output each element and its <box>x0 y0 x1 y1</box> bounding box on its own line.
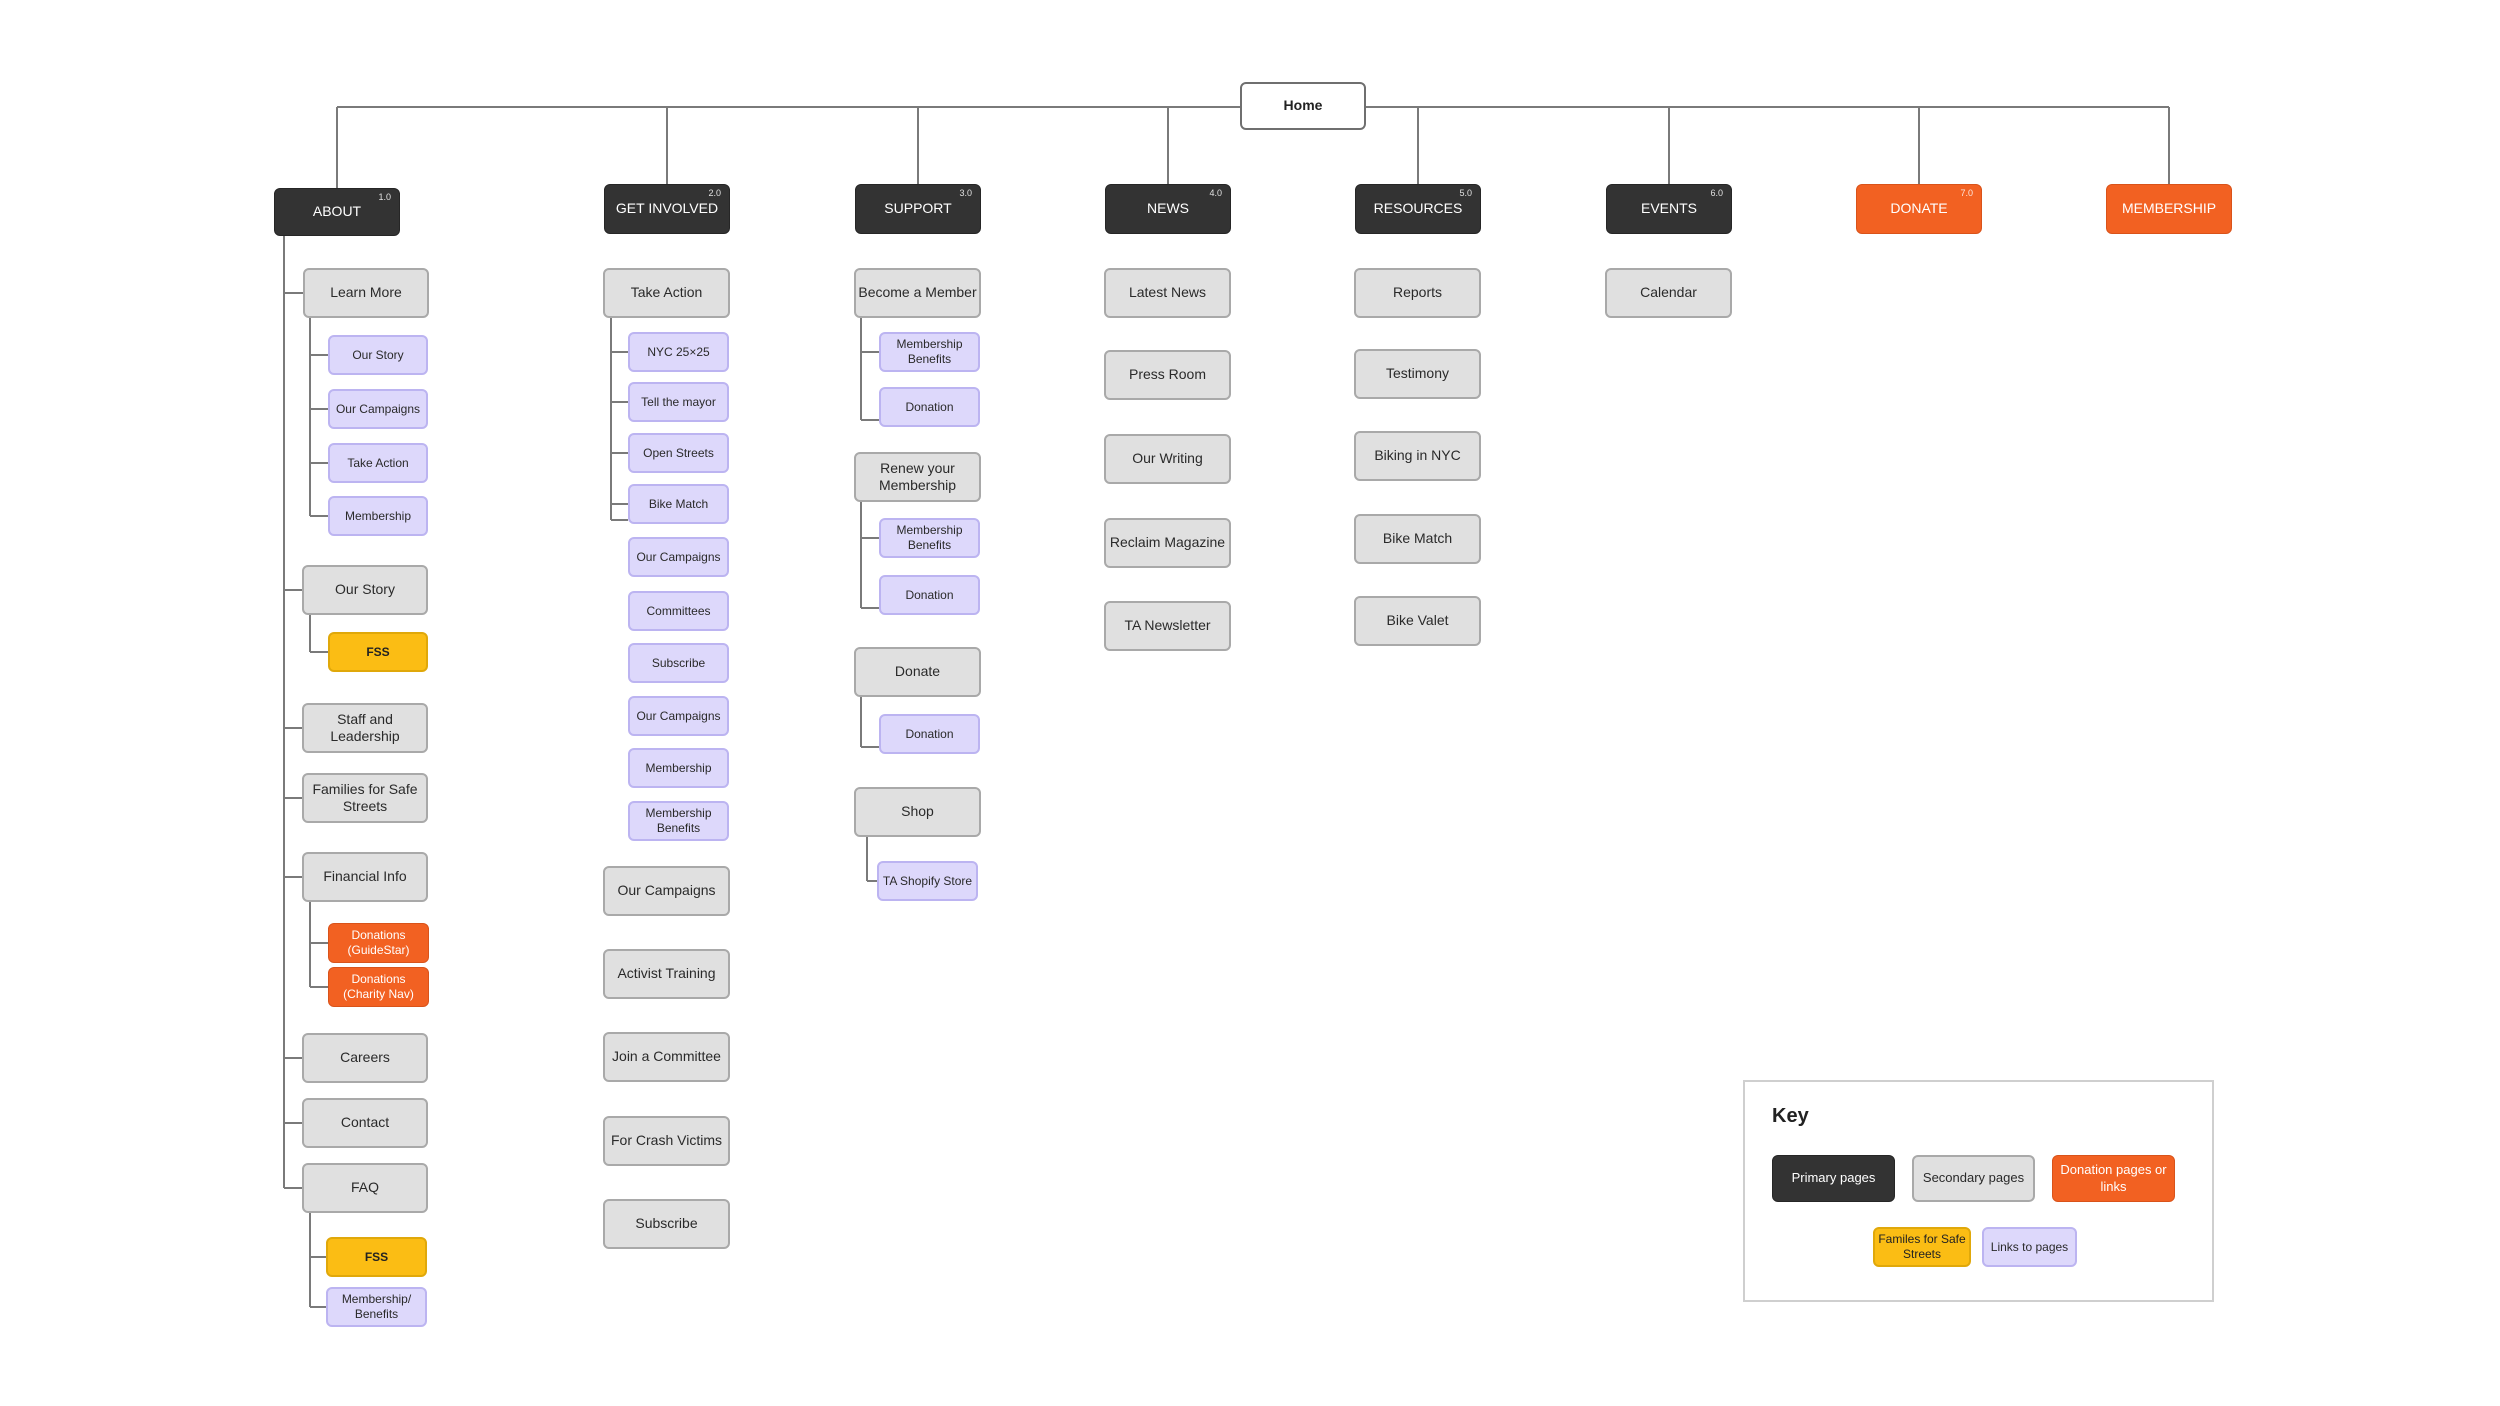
gi-tell-the-mayor[interactable]: Tell the mayor <box>628 382 729 422</box>
about-financial-info[interactable]: Financial Info <box>302 852 428 902</box>
section-number: 6.0 <box>1710 188 1723 198</box>
gi-committees-link[interactable]: Committees <box>628 591 729 631</box>
news-latest-news[interactable]: Latest News <box>1104 268 1231 318</box>
about-faq-membership-benefits[interactable]: Membership/ Benefits <box>326 1287 427 1327</box>
gi-crash-victims[interactable]: For Crash Victims <box>603 1116 730 1166</box>
section-number: 4.0 <box>1209 188 1222 198</box>
news-reclaim-magazine[interactable]: Reclaim Magazine <box>1104 518 1231 568</box>
section-number: 1.0 <box>378 192 391 202</box>
legend-links: Links to pages <box>1982 1227 2077 1267</box>
section-number: 3.0 <box>959 188 972 198</box>
legend-secondary: Secondary pages <box>1912 1155 2035 1202</box>
gi-join-committee[interactable]: Join a Committee <box>603 1032 730 1082</box>
news-press-room[interactable]: Press Room <box>1104 350 1231 400</box>
gi-subscribe-link[interactable]: Subscribe <box>628 643 729 683</box>
resources-reports[interactable]: Reports <box>1354 268 1481 318</box>
about-careers[interactable]: Careers <box>302 1033 428 1083</box>
about-faq-fss[interactable]: FSS <box>326 1237 427 1277</box>
about-contact[interactable]: Contact <box>302 1098 428 1148</box>
section-number: 7.0 <box>1960 188 1973 198</box>
legend-donation: Donation pages or links <box>2052 1155 2175 1202</box>
resources-bike-valet[interactable]: Bike Valet <box>1354 596 1481 646</box>
about-donations-guidestar[interactable]: Donations (GuideStar) <box>328 923 429 963</box>
section-number: 5.0 <box>1459 188 1472 198</box>
support-renew-donation[interactable]: Donation <box>879 575 980 615</box>
about-learn-more-membership[interactable]: Membership <box>328 496 428 536</box>
news-our-writing[interactable]: Our Writing <box>1104 434 1231 484</box>
support-become-member[interactable]: Become a Member <box>854 268 981 318</box>
about-faq[interactable]: FAQ <box>302 1163 428 1213</box>
gi-membership-link[interactable]: Membership <box>628 748 729 788</box>
support-renew-benefits[interactable]: Membership Benefits <box>879 518 980 558</box>
events-calendar[interactable]: Calendar <box>1605 268 1732 318</box>
about-our-story[interactable]: Our Story <box>302 565 428 615</box>
gi-subscribe[interactable]: Subscribe <box>603 1199 730 1249</box>
gi-our-campaigns[interactable]: Our Campaigns <box>603 866 730 916</box>
support-shop[interactable]: Shop <box>854 787 981 837</box>
gi-bike-match[interactable]: Bike Match <box>628 484 729 524</box>
resources-bike-match[interactable]: Bike Match <box>1354 514 1481 564</box>
legend-primary: Primary pages <box>1772 1155 1895 1202</box>
section-membership[interactable]: MEMBERSHIP <box>2106 184 2232 234</box>
gi-our-campaigns-link-1[interactable]: Our Campaigns <box>628 537 729 577</box>
resources-biking-nyc[interactable]: Biking in NYC <box>1354 431 1481 481</box>
support-donate-donation[interactable]: Donation <box>879 714 980 754</box>
news-ta-newsletter[interactable]: TA Newsletter <box>1104 601 1231 651</box>
gi-open-streets[interactable]: Open Streets <box>628 433 729 473</box>
section-number: 2.0 <box>708 188 721 198</box>
gi-activist-training[interactable]: Activist Training <box>603 949 730 999</box>
about-learn-more-take-action[interactable]: Take Action <box>328 443 428 483</box>
about-families-safe-streets[interactable]: Families for Safe Streets <box>302 773 428 823</box>
support-renew-membership[interactable]: Renew your Membership <box>854 452 981 502</box>
about-donations-charity-nav[interactable]: Donations (Charity Nav) <box>328 967 429 1007</box>
home-node[interactable]: Home <box>1240 82 1366 130</box>
support-donate[interactable]: Donate <box>854 647 981 697</box>
support-become-member-benefits[interactable]: Membership Benefits <box>879 332 980 372</box>
about-learn-more-our-campaigns[interactable]: Our Campaigns <box>328 389 428 429</box>
support-become-member-donation[interactable]: Donation <box>879 387 980 427</box>
gi-nyc-25x25[interactable]: NYC 25×25 <box>628 332 729 372</box>
about-learn-more-our-story[interactable]: Our Story <box>328 335 428 375</box>
gi-our-campaigns-link-2[interactable]: Our Campaigns <box>628 696 729 736</box>
home-label: Home <box>1283 97 1323 114</box>
about-staff-leadership[interactable]: Staff and Leadership <box>302 703 428 753</box>
resources-testimony[interactable]: Testimony <box>1354 349 1481 399</box>
gi-membership-benefits-link[interactable]: Membership Benefits <box>628 801 729 841</box>
legend-title: Key <box>1772 1105 1809 1127</box>
gi-take-action[interactable]: Take Action <box>603 268 730 318</box>
support-shopify-store[interactable]: TA Shopify Store <box>877 861 978 901</box>
legend-fss: Familes for Safe Streets <box>1873 1227 1971 1267</box>
about-learn-more[interactable]: Learn More <box>303 268 429 318</box>
about-our-story-fss[interactable]: FSS <box>328 632 428 672</box>
